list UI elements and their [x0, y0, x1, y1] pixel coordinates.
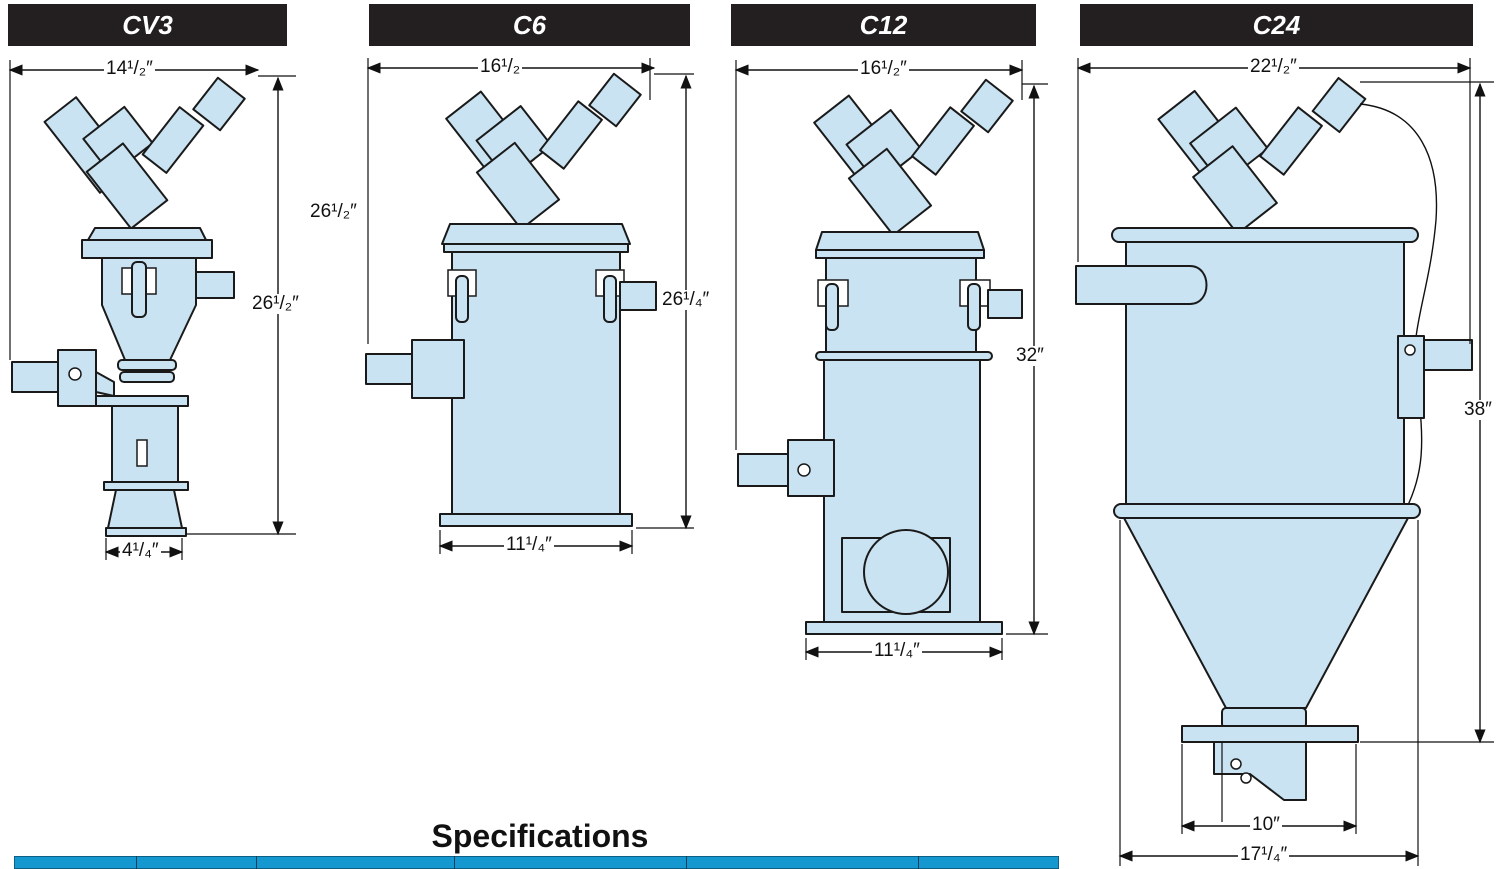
dim-c24-base: 17¹/₄″ — [1238, 844, 1290, 865]
c12-receiver-drawing — [737, 78, 1023, 635]
dim-c12-base: 11¹/₄″ — [872, 640, 922, 661]
header-c24: C24 — [1080, 4, 1473, 46]
specifications-table-header — [14, 856, 1059, 869]
c24-receiver-drawing — [1075, 76, 1473, 822]
dim-c24-height: 38″ — [1462, 399, 1494, 420]
cv3-receiver-drawing — [11, 76, 246, 537]
table-column-divider — [686, 856, 687, 869]
dim-c24-flange: 10″ — [1250, 814, 1282, 835]
dim-c6-base: 11¹/₄″ — [504, 534, 554, 555]
header-c12: C12 — [731, 4, 1036, 46]
dim-c6-inlet-height: 26¹/₂″ — [308, 201, 359, 222]
dim-c6-height: 26¹/₄″ — [660, 289, 712, 310]
c6-receiver-drawing — [365, 72, 657, 527]
dim-c12-width: 16¹/₂″ — [858, 58, 909, 79]
table-column-divider — [256, 856, 257, 869]
table-column-divider — [918, 856, 919, 869]
header-c6: C6 — [369, 4, 690, 46]
dim-c12-height: 32″ — [1014, 345, 1046, 366]
dim-c24-width: 22¹/₂″ — [1248, 56, 1299, 77]
table-column-divider — [136, 856, 137, 869]
dim-cv3-height: 26¹/₂″ — [250, 293, 301, 314]
header-cv3: CV3 — [8, 4, 287, 46]
dim-c6-width: 16¹/₂ — [478, 56, 523, 77]
dim-cv3-base: 4¹/₄″ — [120, 540, 161, 561]
dim-cv3-width: 14¹/₂″ — [104, 58, 155, 79]
table-column-divider — [454, 856, 455, 869]
specifications-title: Specifications — [431, 818, 649, 854]
